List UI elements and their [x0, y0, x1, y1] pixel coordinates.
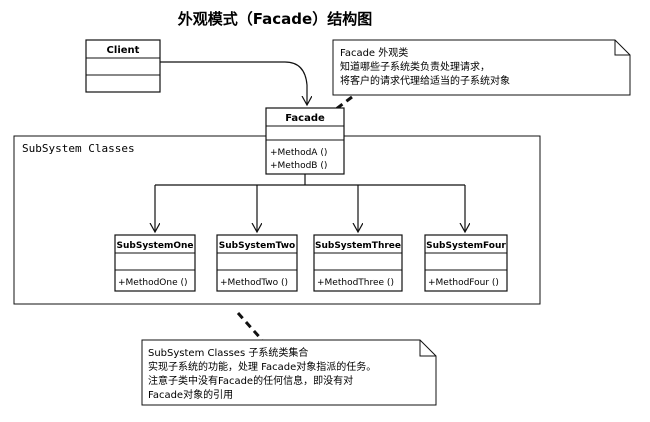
- facade-note-line-3: 将客户的请求代理给适当的子系统对象: [340, 74, 510, 87]
- subsystem-two-class: SubSystemTwo +MethodTwo (): [216, 234, 298, 292]
- subsystem-note-line-2: 实现子系统的功能，处理 Facade对象指派的任务。: [148, 360, 376, 373]
- subsystem-three-method: +MethodThree (): [317, 278, 394, 288]
- subsystem-three-name: SubSystemThree: [315, 241, 401, 251]
- subsystem-one-method: +MethodOne (): [118, 278, 188, 288]
- subsystem-four-class: SubSystemFour +MethodFour (): [424, 234, 508, 292]
- subsystem-three-class: SubSystemThree +MethodThree (): [313, 234, 403, 292]
- subsystem-note: SubSystem Classes 子系统类集合 实现子系统的功能，处理 Fac…: [141, 339, 437, 406]
- subsystem-one-class: SubSystemOne +MethodOne (): [114, 234, 196, 292]
- facade-note-line-1: Facade 外观类: [340, 46, 408, 59]
- client-class-name: Client: [107, 45, 140, 56]
- diagram-title: 外观模式（Facade）结构图: [177, 10, 372, 28]
- subsystem-note-line-4: Facade对象的引用: [148, 388, 233, 401]
- facade-method-b: +MethodB (): [270, 161, 327, 171]
- subsystem-one-name: SubSystemOne: [117, 241, 194, 251]
- subsystem-container-label: SubSystem Classes: [22, 142, 135, 155]
- subsystem-note-line-3: 注意子类中没有Facade的任何信息，即没有对: [148, 374, 353, 387]
- facade-to-subsystems-connectors: [155, 174, 465, 232]
- client-class: Client: [85, 39, 161, 93]
- subsystem-two-method: +MethodTwo (): [220, 278, 288, 288]
- subsystem-four-method: +MethodFour (): [428, 278, 499, 288]
- subsystem-note-line-1: SubSystem Classes 子系统类集合: [148, 346, 308, 359]
- facade-class-name: Facade: [285, 113, 325, 124]
- subsystem-two-name: SubSystemTwo: [219, 241, 295, 251]
- facade-method-a: +MethodA (): [270, 148, 327, 158]
- subsystem-note-anchor: [236, 312, 264, 341]
- facade-class: Facade +MethodA () +MethodB (): [265, 107, 345, 175]
- facade-note-line-2: 知道哪些子系统类负责处理请求，: [340, 60, 490, 73]
- facade-note: Facade 外观类 知道哪些子系统类负责处理请求， 将客户的请求代理给适当的子…: [332, 39, 631, 96]
- subsystem-four-name: SubSystemFour: [426, 241, 506, 251]
- client-to-facade-arrow: [160, 61, 307, 105]
